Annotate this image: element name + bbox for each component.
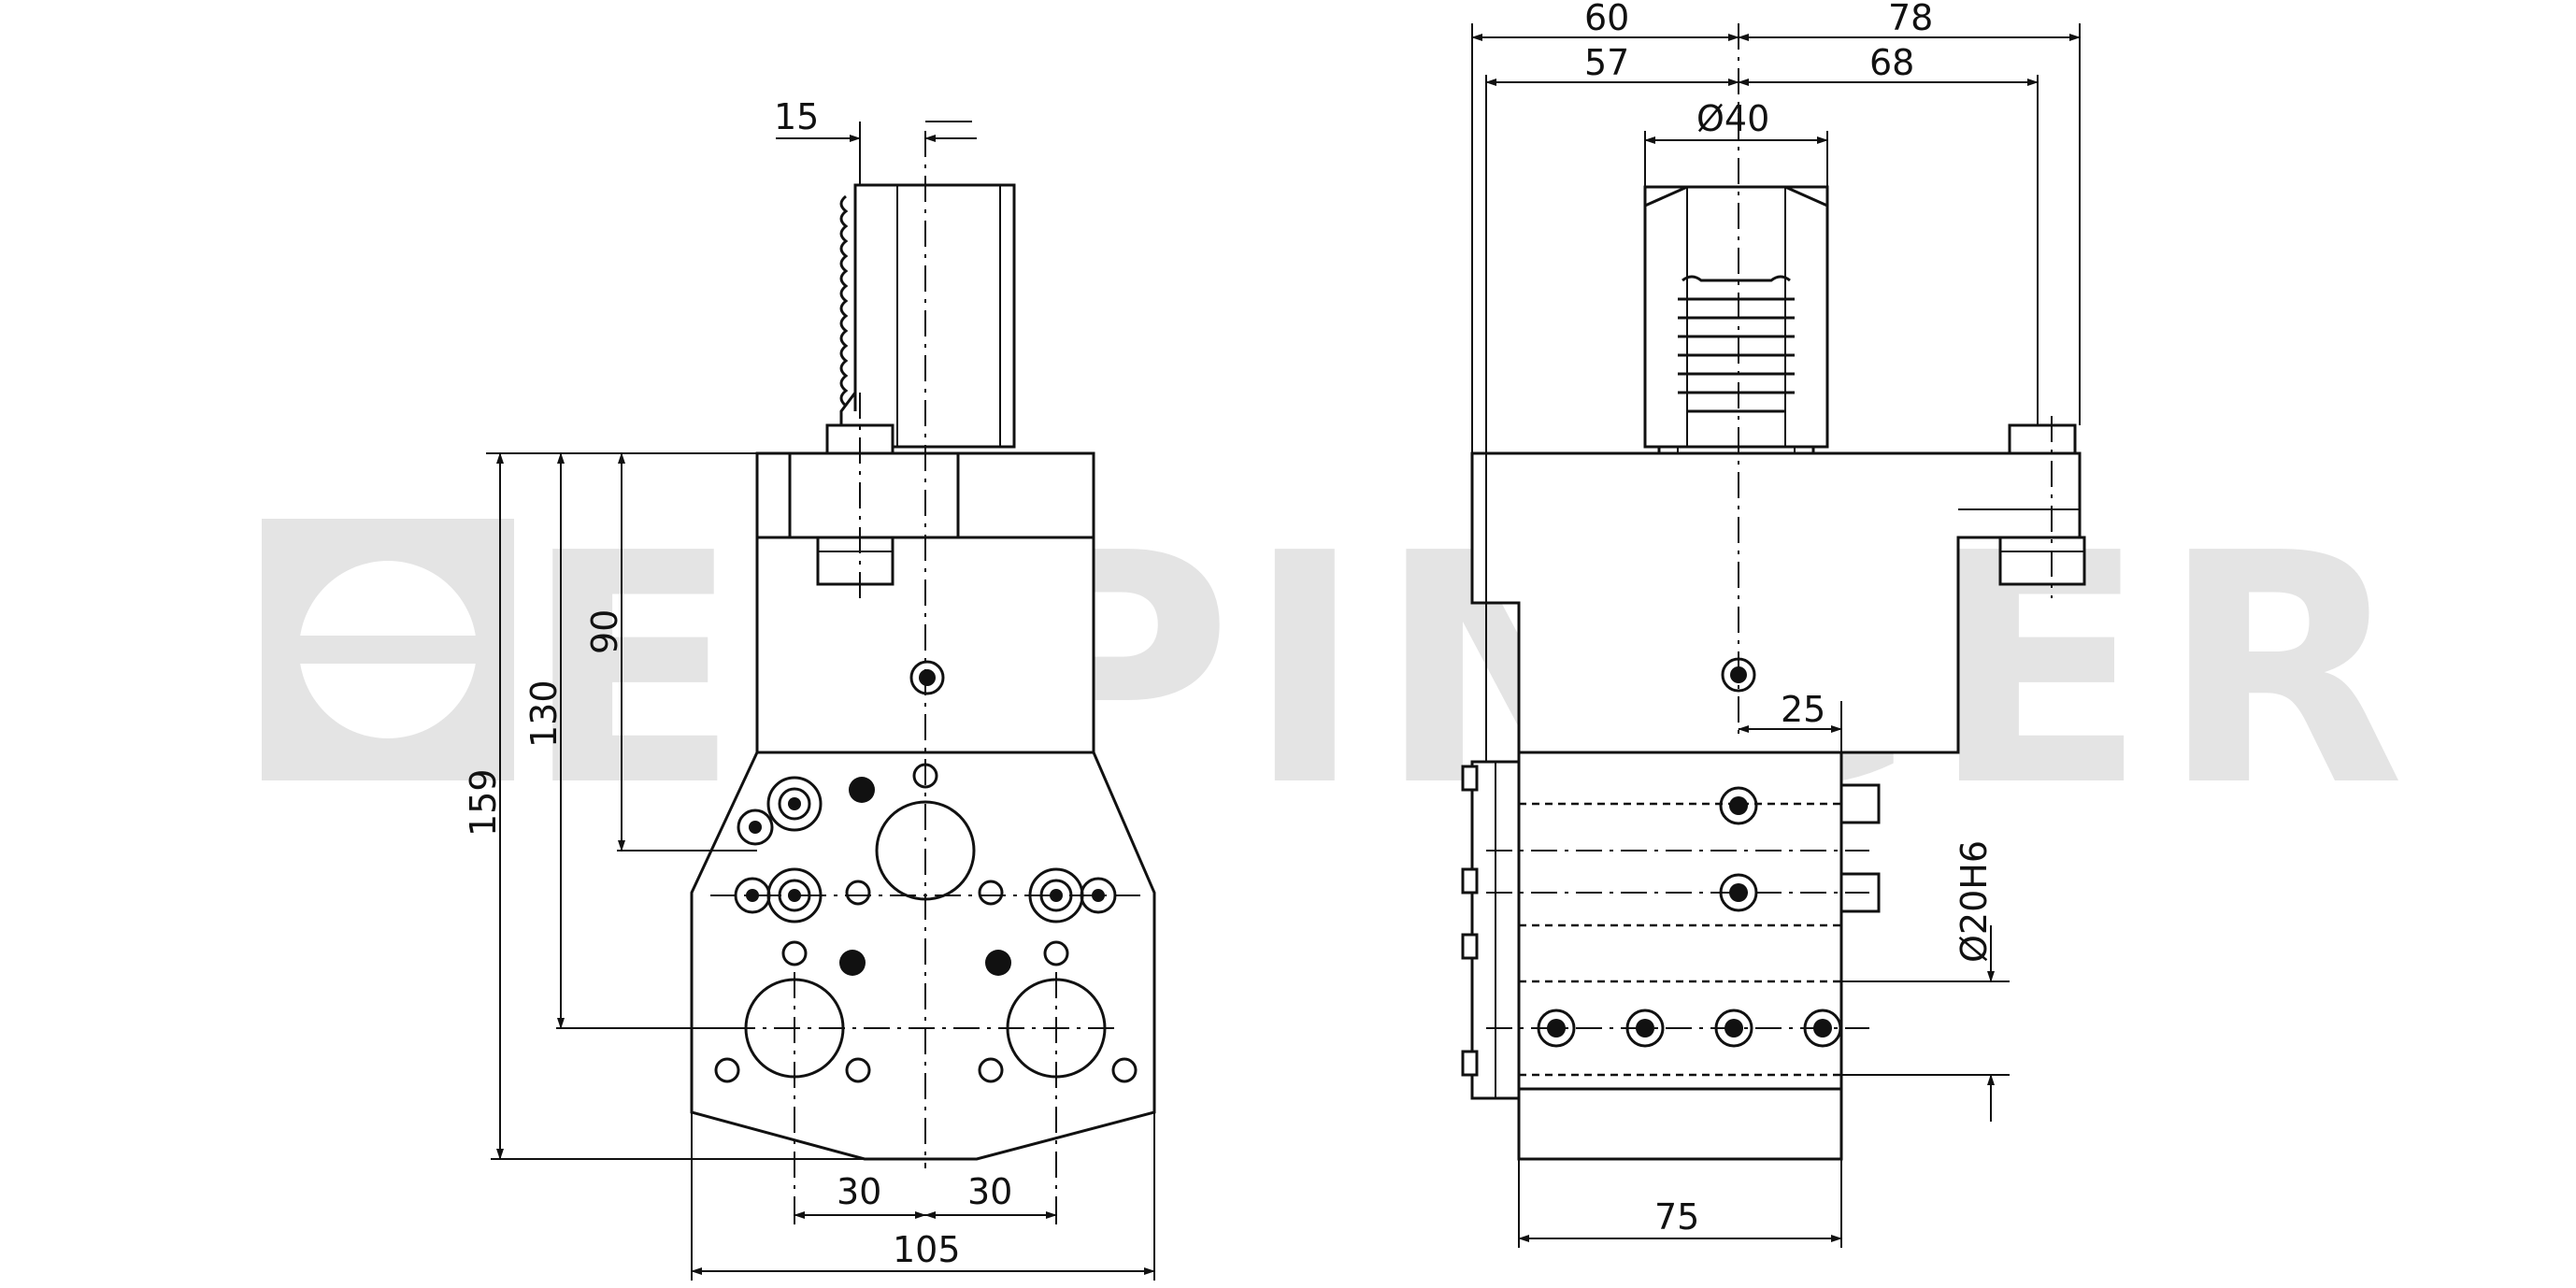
dim-57: 57 [1584,42,1629,83]
dim-dia-40: Ø40 [1696,98,1769,139]
dim-105: 105 [893,1229,961,1270]
dim-68: 68 [1869,42,1914,83]
dim-130: 130 [523,680,565,748]
dim-30-left: 30 [837,1171,881,1212]
eppinger-watermark: EPPINGER [262,486,2405,856]
dim-25: 25 [1781,689,1825,730]
dim-75: 75 [1654,1196,1699,1238]
dim-159: 159 [463,768,504,837]
dim-dia-20h6: Ø20H6 [1953,840,1995,963]
left-view: 15 90 130 159 30 30 105 [463,96,1156,1281]
right-view: 60 78 57 68 Ø40 25 Ø20H6 75 [1461,0,2086,1248]
dim-30-right: 30 [967,1171,1012,1212]
dim-60: 60 [1584,0,1629,38]
eppinger-logo-icon [262,519,514,780]
dim-15: 15 [774,96,819,137]
dim-90: 90 [584,609,625,654]
dim-78: 78 [1888,0,1933,38]
